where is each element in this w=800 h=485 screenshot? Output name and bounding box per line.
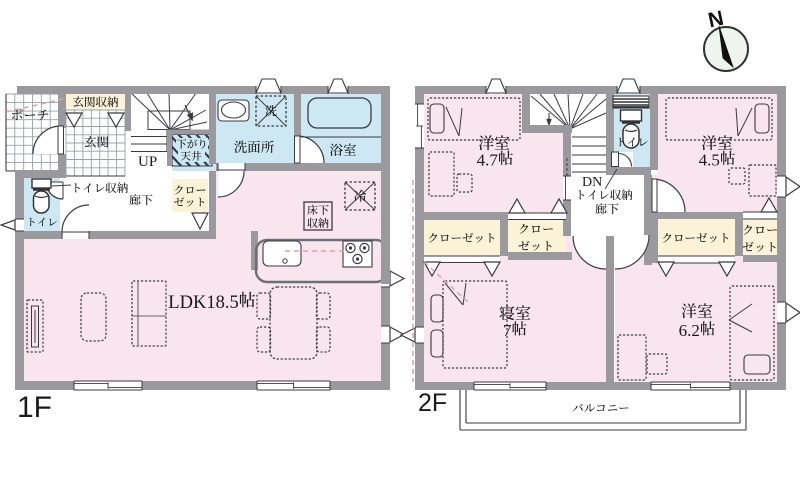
svg-text:4.5: 4.5: [699, 151, 720, 170]
svg-text:UP: UP: [138, 154, 157, 170]
svg-text:6.2: 6.2: [679, 321, 700, 340]
svg-text:4.7: 4.7: [477, 151, 499, 170]
svg-text:2F: 2F: [418, 389, 447, 417]
svg-text:N: N: [706, 7, 726, 33]
svg-text:LDK18.5: LDK18.5: [168, 293, 238, 313]
svg-text:1F: 1F: [17, 391, 52, 424]
svg-text:DN: DN: [582, 175, 602, 190]
svg-text:7: 7: [503, 321, 512, 340]
